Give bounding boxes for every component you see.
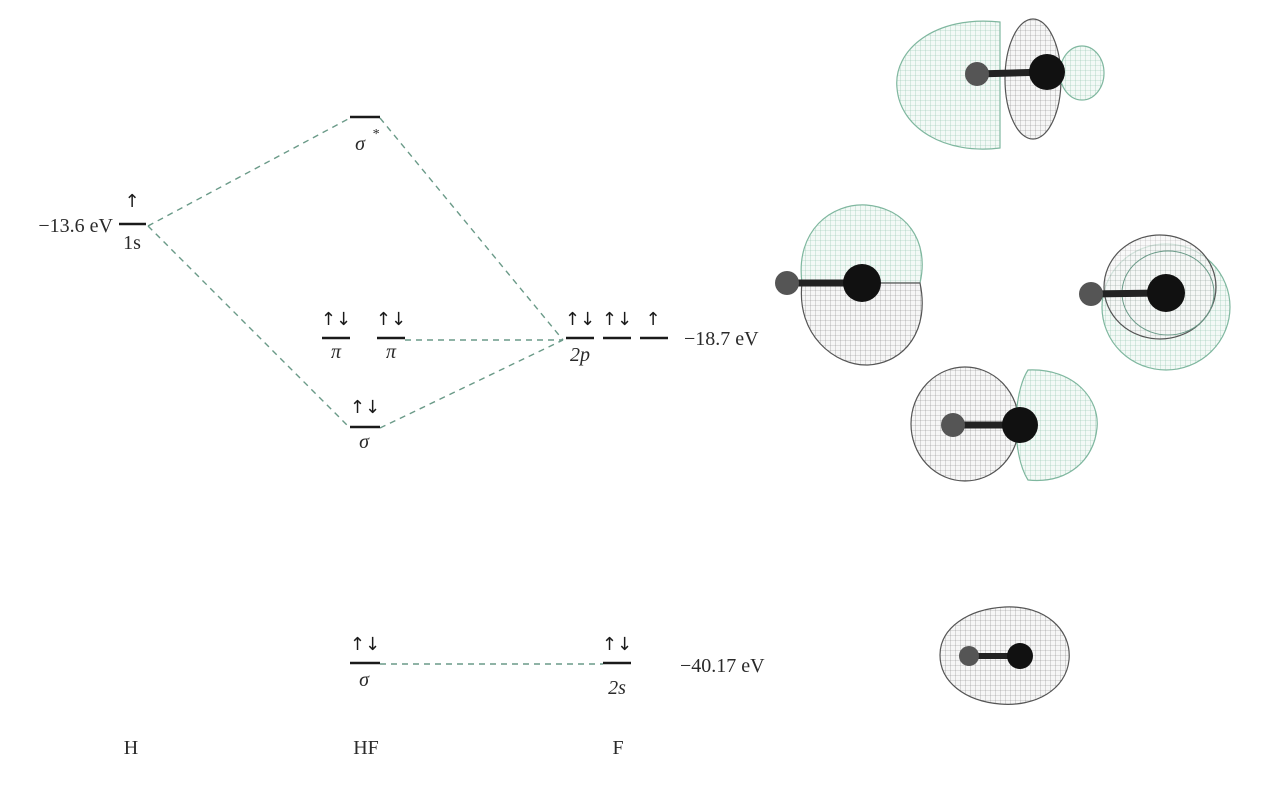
electron-f-2s: ↑↓ bbox=[602, 634, 632, 655]
energy-label-f-2p: −18.7 eV bbox=[684, 328, 759, 350]
energy-label-h-1s: −13.6 eV bbox=[38, 215, 113, 237]
corr-line-1s-sigma-star bbox=[147, 117, 351, 227]
orbital-label-sigma-star-mark: * bbox=[372, 127, 379, 142]
column-label-h: H bbox=[124, 737, 138, 759]
orbital-label-sigma-star: σ bbox=[355, 133, 366, 155]
electron-sigma-low: ↑↓ bbox=[350, 634, 380, 655]
electron-pi-1: ↑↓ bbox=[321, 309, 351, 330]
column-label-f: F bbox=[612, 737, 623, 759]
electron-pi-2: ↑↓ bbox=[376, 309, 406, 330]
orbital-image-sigma-low bbox=[939, 606, 1070, 705]
corr-line-1s-sigma bbox=[147, 225, 351, 429]
orbital-image-sigma-star bbox=[896, 18, 1105, 150]
corr-line-sigma-2p bbox=[379, 339, 564, 429]
orbital-image-pi-2 bbox=[1079, 234, 1231, 371]
orbital-label-h-1s: 1s bbox=[123, 232, 141, 254]
orbital-label-sigma-low: σ bbox=[359, 669, 370, 691]
orbital-label-pi-1: π bbox=[331, 341, 342, 363]
energy-label-f-2s: −40.17 eV bbox=[680, 655, 765, 677]
electron-f-2p-1: ↑↓ bbox=[565, 309, 595, 330]
electron-f-2p-2: ↑↓ bbox=[602, 309, 632, 330]
electron-h-1s: ↑ bbox=[124, 191, 139, 212]
electron-f-2p-3: ↑ bbox=[645, 309, 660, 330]
orbital-label-f-2s: 2s bbox=[608, 677, 626, 699]
orbital-label-f-2p: 2p bbox=[570, 344, 590, 366]
corr-line-sigma-star-2p bbox=[379, 117, 564, 341]
orbital-label-pi-2: π bbox=[386, 341, 397, 363]
orbital-image-sigma-bond bbox=[910, 366, 1098, 482]
orbital-label-sigma-bond: σ bbox=[359, 431, 370, 453]
column-label-hf: HF bbox=[353, 737, 379, 759]
orbital-image-pi-1 bbox=[775, 204, 923, 366]
electron-sigma-bond: ↑↓ bbox=[350, 397, 380, 418]
